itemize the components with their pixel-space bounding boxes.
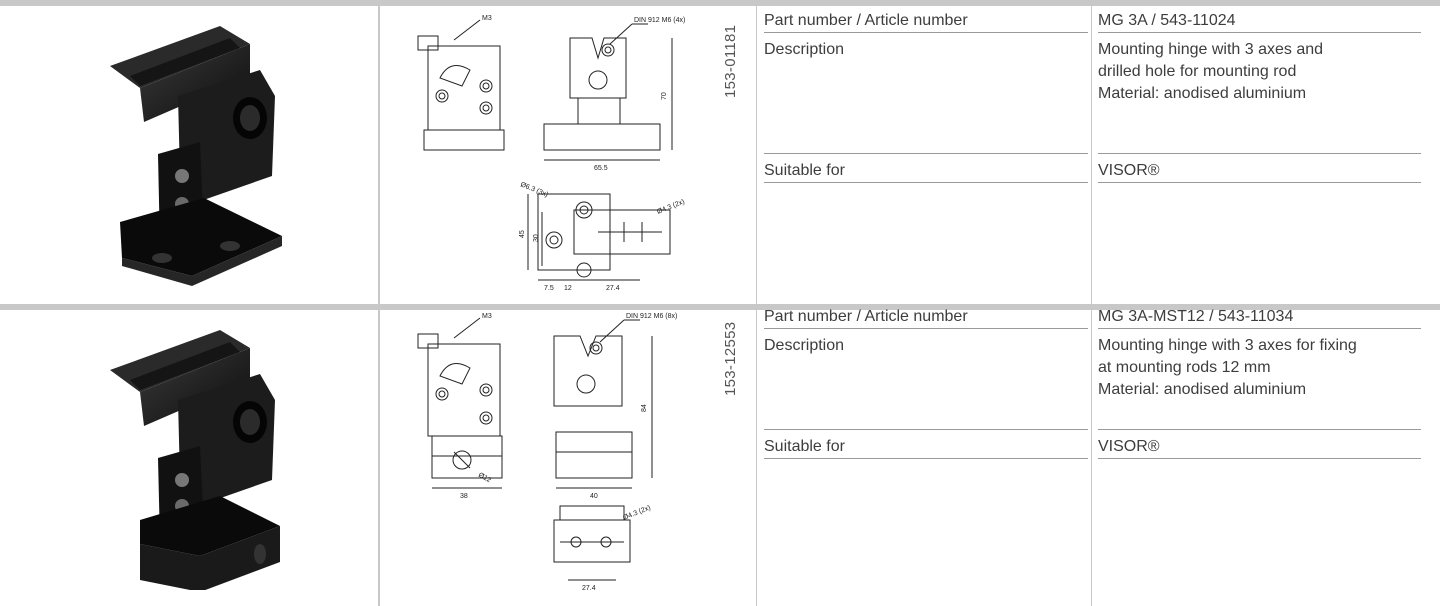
value-part-number: MG 3A / 543-11024 bbox=[1098, 10, 1421, 33]
drawing-dim-height: 84 bbox=[641, 404, 648, 412]
value-part-number: MG 3A-MST12 / 543-11034 bbox=[1098, 306, 1421, 329]
value-suitable-for: VISOR® bbox=[1098, 160, 1421, 183]
column-divider bbox=[1091, 304, 1092, 606]
product-photo bbox=[110, 330, 280, 590]
description-line: Material: anodised aluminium bbox=[1098, 381, 1307, 398]
product-row-2: M3 Ø12 38 DIN 912 M6 (8x) 84 40 Ø4.3 (2x… bbox=[0, 304, 1440, 606]
value-description: Mounting hinge with 3 axes for fixing at… bbox=[1098, 335, 1421, 430]
technical-drawing: M3 Ø12 38 DIN 912 M6 (8x) 84 40 Ø4.3 (2x… bbox=[417, 313, 677, 592]
drawing-label-screw: M3 bbox=[482, 313, 492, 320]
drawing-label-din: DIN 912 M6 (8x) bbox=[626, 313, 677, 320]
drawing-dim-27-4: 27.4 bbox=[606, 285, 620, 292]
label-description: Description bbox=[764, 39, 1088, 154]
drawing-code: 153-12553 bbox=[722, 321, 739, 396]
label-part-number: Part number / Article number bbox=[764, 10, 1088, 33]
drawing-label-din: DIN 912 M6 (4x) bbox=[634, 17, 685, 24]
product-row-1: M3 DIN 912 M6 (4x) 70 65.5 Ø6.3 (3x) Ø4.… bbox=[0, 6, 1440, 310]
description-line: Material: anodised aluminium bbox=[1098, 85, 1307, 102]
drawing-dim-7-5: 7.5 bbox=[544, 285, 554, 292]
drawing-dim-45: 45 bbox=[519, 230, 526, 238]
drawing-dim-height: 70 bbox=[661, 92, 668, 100]
description-line: Mounting hinge with 3 axes for fixing bbox=[1098, 337, 1357, 354]
label-suitable-for: Suitable for bbox=[764, 160, 1088, 183]
column-divider bbox=[1091, 6, 1092, 304]
product-photo bbox=[110, 26, 282, 286]
value-suitable-for: VISOR® bbox=[1098, 436, 1421, 459]
description-line: at mounting rods 12 mm bbox=[1098, 359, 1271, 376]
value-description: Mounting hinge with 3 axes and drilled h… bbox=[1098, 39, 1421, 154]
technical-drawing: M3 DIN 912 M6 (4x) 70 65.5 Ø6.3 (3x) Ø4.… bbox=[417, 15, 686, 292]
drawing-dim-40: 40 bbox=[590, 493, 598, 500]
top-border bbox=[0, 0, 1440, 6]
label-description: Description bbox=[764, 335, 1088, 430]
column-divider bbox=[756, 6, 757, 304]
description-line: drilled hole for mounting rod bbox=[1098, 63, 1297, 80]
drawing-label-hole-small: Ø4.3 (2x) bbox=[656, 198, 686, 215]
drawing-code: 153-01181 bbox=[722, 24, 739, 98]
column-divider bbox=[378, 304, 380, 606]
column-divider bbox=[378, 6, 380, 304]
description-line: Mounting hinge with 3 axes and bbox=[1098, 41, 1324, 58]
drawing-dim-38: 38 bbox=[460, 493, 468, 500]
drawing-dim-30: 30 bbox=[533, 234, 540, 242]
drawing-dim-12: 12 bbox=[564, 285, 572, 292]
drawing-label-rod: Ø12 bbox=[477, 472, 492, 485]
label-part-number: Part number / Article number bbox=[764, 306, 1088, 329]
label-suitable-for: Suitable for bbox=[764, 436, 1088, 459]
drawing-dim-width: 65.5 bbox=[594, 165, 608, 172]
drawing-dim-27-4: 27.4 bbox=[582, 585, 596, 592]
row-separator bbox=[0, 304, 1440, 310]
drawing-label-screw: M3 bbox=[482, 15, 492, 22]
column-divider bbox=[756, 304, 757, 606]
drawing-label-hole-small: Ø4.3 (2x) bbox=[622, 504, 652, 521]
drawing-label-hole-large: Ø6.3 (3x) bbox=[519, 181, 549, 198]
